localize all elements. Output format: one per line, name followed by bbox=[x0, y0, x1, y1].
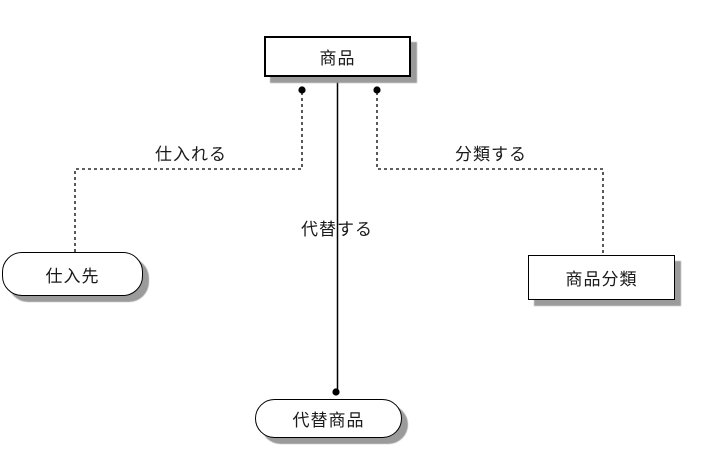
entity-category[interactable]: 商品分類 bbox=[528, 255, 675, 300]
entity-substitute-label: 代替商品 bbox=[292, 411, 365, 430]
anchor-dot-classify[interactable] bbox=[373, 86, 381, 94]
relationship-label-purchase: 仕入れる bbox=[155, 145, 227, 164]
relationship-label-substitute: 代替する bbox=[301, 220, 373, 239]
entity-category-label: 商品分類 bbox=[565, 270, 638, 289]
entity-supplier[interactable]: 仕入先 bbox=[2, 252, 143, 296]
entity-product[interactable]: 商品 bbox=[264, 36, 411, 77]
anchor-dot-substitute[interactable] bbox=[332, 388, 340, 396]
entity-product-label: 商品 bbox=[319, 49, 356, 68]
entity-substitute[interactable]: 代替商品 bbox=[255, 399, 402, 438]
anchor-dot-purchase[interactable] bbox=[298, 86, 306, 94]
entity-supplier-label: 仕入先 bbox=[45, 266, 100, 286]
relationship-label-classify: 分類する bbox=[455, 145, 527, 164]
connector-purchase-line[interactable] bbox=[74, 92, 303, 252]
connector-classify-line[interactable] bbox=[376, 92, 604, 255]
